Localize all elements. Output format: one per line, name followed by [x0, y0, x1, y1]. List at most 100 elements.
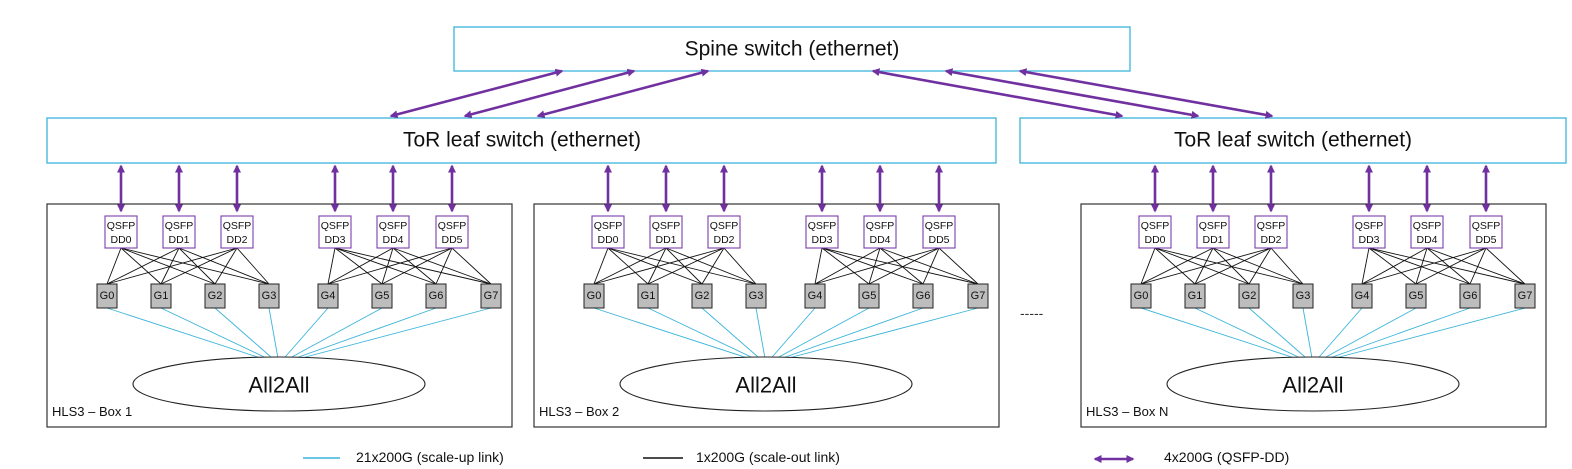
spine-link-5: [944, 68, 1200, 119]
scale-up-link: [1312, 307, 1526, 365]
scale-out-link: [381, 247, 453, 285]
scale-up-link: [593, 307, 767, 365]
all2all-label: All2All: [735, 373, 796, 398]
qsfp-box: [1352, 215, 1386, 249]
legend-qsfp-label: 4x200G (QSFP-DD): [1164, 449, 1289, 465]
qsfp-type-label: QSFP: [808, 220, 837, 232]
scale-out-link: [814, 247, 881, 285]
hls3-box-label: HLS3 – Box 2: [539, 404, 619, 419]
scale-up-link: [1312, 307, 1417, 365]
gpu-box: [1184, 283, 1206, 309]
qsfp-box: [1138, 215, 1172, 249]
qsfp-port-label: DD3: [324, 234, 345, 246]
scale-up-link: [765, 307, 816, 365]
qsfp-type-label: QSFP: [1355, 220, 1384, 232]
scale-out-link: [647, 247, 725, 285]
hls3-box-3: QSFPDD0QSFPDD1QSFPDD2QSFPDD3QSFPDD4QSFPD…: [1080, 164, 1547, 428]
gpu-box: [1238, 283, 1260, 309]
scale-up-link: [1302, 307, 1314, 365]
qsfp-box: [318, 215, 352, 249]
gpu-label: G1: [1188, 290, 1203, 302]
scale-out-link: [821, 247, 870, 285]
qsfp-type-label: QSFP: [1141, 220, 1170, 232]
hls3-box-label: HLS3 – Box 1: [52, 404, 132, 419]
scale-out-link: [178, 247, 216, 285]
gpu-label: G7: [971, 290, 986, 302]
qsfp-port-label: DD5: [441, 234, 462, 246]
scale-up-link: [1248, 307, 1314, 365]
scale-out-link: [334, 247, 437, 285]
tor-switch-1-label: ToR leaf switch (ethernet): [403, 129, 641, 152]
scale-out-link: [607, 247, 757, 285]
gpu-label: G5: [375, 290, 390, 302]
gpu-label: G5: [862, 290, 877, 302]
scale-out-link: [647, 247, 667, 285]
hls3-box-2: QSFPDD0QSFPDD1QSFPDD2QSFPDD3QSFPDD4QSFPD…: [533, 164, 1000, 428]
gpu-box: [480, 283, 502, 309]
scale-out-link: [607, 247, 703, 285]
gpu-label: G2: [208, 290, 223, 302]
scale-out-link: [1140, 247, 1156, 285]
gpu-g0: G0: [583, 283, 605, 309]
hls3-box-label: HLS3 – Box N: [1086, 404, 1168, 419]
qsfp-type-label: QSFP: [652, 220, 681, 232]
gpu-box: [912, 283, 934, 309]
gpu-box: [967, 283, 989, 309]
scale-up-link: [701, 307, 767, 365]
qsfp-box: [863, 215, 897, 249]
scale-out-link: [178, 247, 270, 285]
all2all-ellipse: [619, 356, 913, 412]
scale-out-link: [814, 247, 940, 285]
gpu-box: [858, 283, 880, 309]
scale-out-link: [327, 247, 453, 285]
qsfp-box: [707, 215, 741, 249]
scale-out-link: [1361, 247, 1370, 285]
qsfp-box: [591, 215, 625, 249]
gpu-label: G3: [262, 290, 277, 302]
spine-link-3: [536, 68, 710, 119]
gpu-g0: G0: [96, 283, 118, 309]
gpu-g7: G7: [1514, 283, 1536, 309]
scale-up-link: [278, 307, 383, 365]
scale-out-link: [868, 247, 881, 285]
qsfp-port-label: DD5: [1475, 234, 1496, 246]
legend-scale-up-label: 21x200G (scale-up link): [356, 449, 504, 465]
gpu-label: G6: [429, 290, 444, 302]
gpu-box: [691, 283, 713, 309]
scale-out-link: [120, 247, 216, 285]
qsfp-port-label: DD2: [226, 234, 247, 246]
qsfp-type-label: QSFP: [925, 220, 954, 232]
qsfp-type-label: QSFP: [1257, 220, 1286, 232]
scale-out-link: [593, 247, 725, 285]
scale-out-link: [665, 247, 703, 285]
scale-out-link: [1415, 247, 1428, 285]
hls3-boxes: QSFPDD0QSFPDD1QSFPDD2QSFPDD3QSFPDD4QSFPD…: [46, 164, 1547, 428]
gpu-box: [371, 283, 393, 309]
gpu-box: [1459, 283, 1481, 309]
scale-out-link: [1154, 247, 1304, 285]
qsfp-port-label: DD4: [1416, 234, 1437, 246]
scale-out-link: [1469, 247, 1487, 285]
gpu-g7: G7: [967, 283, 989, 309]
scale-out-link: [214, 247, 238, 285]
qsfp-box: [1196, 215, 1230, 249]
gpu-label: G1: [154, 290, 169, 302]
gpu-label: G0: [587, 290, 602, 302]
scale-out-link: [1426, 247, 1471, 285]
scale-out-link: [814, 247, 823, 285]
scale-out-link: [879, 247, 924, 285]
qsfp-box: [376, 215, 410, 249]
gpu-g2: G2: [691, 283, 713, 309]
scale-out-link: [1361, 247, 1487, 285]
scale-up-link: [278, 307, 492, 365]
qsfp-box: [435, 215, 469, 249]
qsfp-port-label: DD3: [1358, 234, 1379, 246]
